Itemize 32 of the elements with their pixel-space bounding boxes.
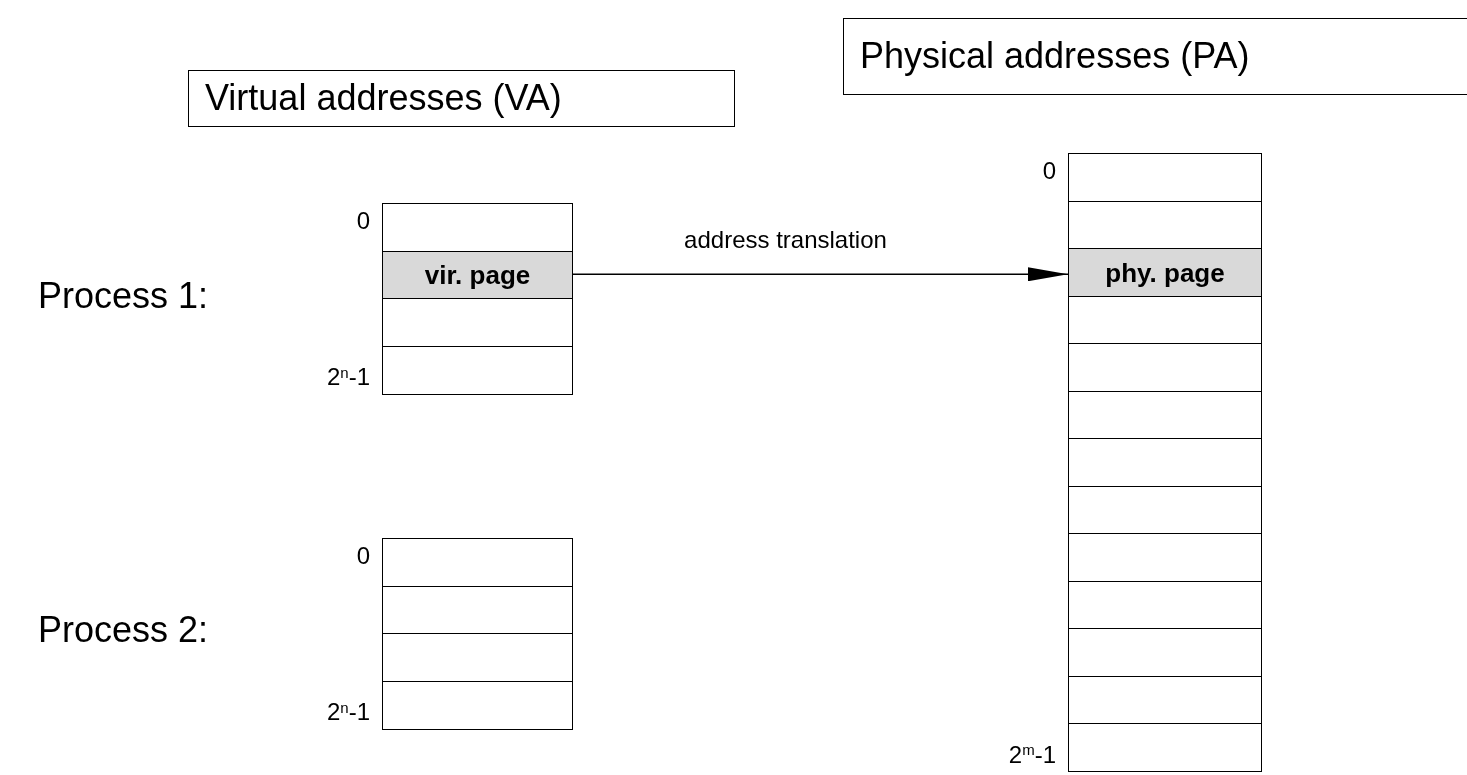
memory-cell [382,585,573,635]
memory-cell [1068,675,1262,725]
memory-cell [1068,628,1262,677]
title-box: Physical addresses (PA) [843,18,1467,95]
memory-cell [382,345,573,395]
address-label: 0 [1042,158,1056,183]
address-label: 2$^{m}$-1 [1008,742,1056,767]
memory-cell [1068,295,1262,345]
memory-cell [1068,533,1262,582]
memory-cell [1068,580,1262,630]
process-label: Process 1: [38,278,209,314]
memory-cell [382,538,573,587]
memory-cell [382,680,573,730]
title-box: Virtual addresses (VA) [188,70,735,127]
memory-cell [1068,343,1262,392]
page-cell: vir. page [382,250,573,300]
memory-cell [382,298,573,347]
memory-cell [382,203,573,252]
memory-cell [1068,390,1262,440]
address-label: 2$^{n}$-1 [326,365,370,390]
memory-cell [1068,438,1262,487]
address-label: 0 [356,543,370,568]
arrow [572,267,1069,282]
memory-cell [1068,485,1262,535]
address-label: 0 [356,208,370,233]
memory-cell [1068,200,1262,250]
memory-cell [1068,723,1262,772]
address-label: 2$^{n}$-1 [326,700,370,725]
process-label: Process 2: [38,612,209,648]
page-cell: phy. page [1068,248,1262,297]
memory-cell [1068,153,1262,202]
memory-cell [382,633,573,682]
